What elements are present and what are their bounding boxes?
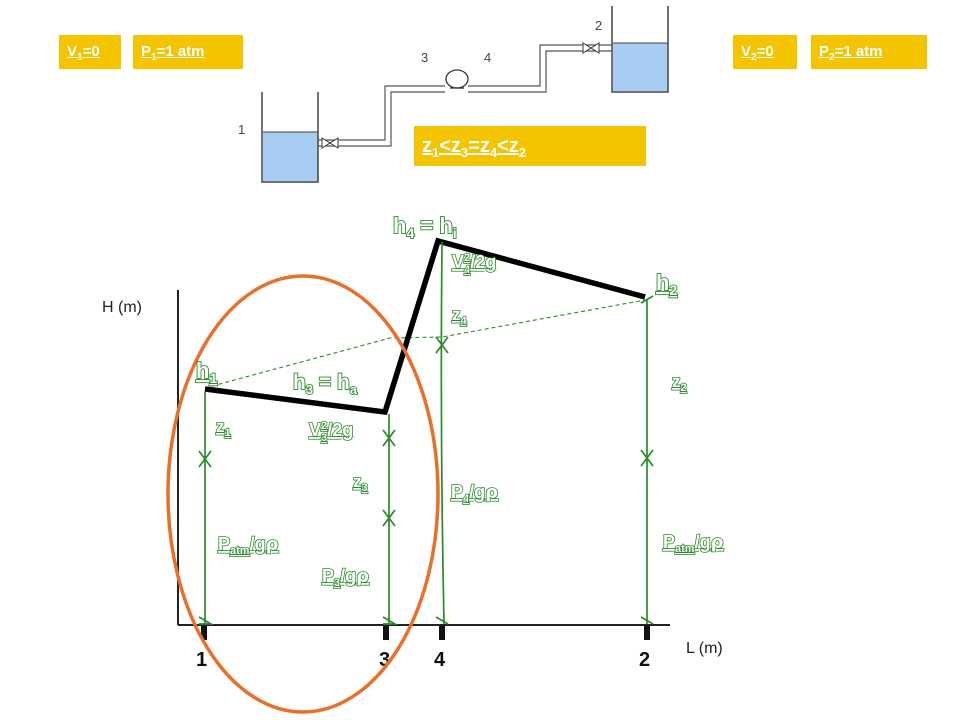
upper-tank-water — [613, 43, 668, 91]
pump-icon — [445, 69, 469, 89]
station-tick-4 — [439, 626, 445, 640]
valve-lower-icon — [321, 137, 339, 149]
valve-upper-icon — [582, 42, 600, 54]
schematic-label-2: 2 — [595, 18, 602, 33]
pipe-schematic: 1 3 4 2 — [238, 6, 669, 183]
lower-tank-walls — [261, 92, 319, 183]
lower-tank-water — [263, 132, 318, 181]
v1-tag: V1=0 — [59, 35, 121, 69]
term-patm-left: Patm/gρ — [218, 534, 279, 557]
pipe-outer — [318, 44, 612, 141]
station-tick-2 — [644, 626, 650, 640]
term-p3-rho-g: P3/gρ — [322, 566, 369, 589]
schematic-label-3: 3 — [421, 50, 428, 65]
station-label-1: 1 — [196, 649, 207, 671]
elevation-line — [204, 299, 646, 389]
schematic-label-1: 1 — [238, 122, 245, 137]
v2-tag: V2=0 — [733, 35, 797, 69]
x-axis-label: L (m) — [686, 640, 723, 657]
term-patm-right: Patm/gρ — [663, 532, 724, 555]
p1-tag: P1=1 atm — [133, 35, 243, 69]
head-label-h3: h3 = ha — [293, 371, 358, 397]
highlight-ellipse — [166, 274, 440, 714]
term-p4-rho-g: P4/gρ — [451, 482, 498, 505]
upper-tank-walls — [611, 6, 669, 93]
pipe-inner — [318, 50, 612, 147]
term-z1: z1 — [216, 417, 231, 439]
head-label-h1: h1 — [196, 358, 217, 386]
station-tick-1 — [201, 626, 207, 640]
p2-tag: P2=1 atm — [811, 35, 927, 69]
y-axis-label: H (m) — [102, 299, 142, 316]
axes: H (m) L (m) 1 3 4 2 — [102, 290, 723, 671]
term-z2: z2 — [672, 372, 687, 394]
measure-lines — [198, 241, 654, 625]
term-z3: z3 — [353, 472, 368, 494]
station-label-3: 3 — [379, 649, 390, 671]
term-z4: z4 — [452, 305, 468, 327]
station-label-2: 2 — [639, 649, 650, 671]
elevation-condition: z1<z3=z4<z2 — [414, 126, 646, 166]
schematic-label-4: 4 — [484, 50, 491, 65]
head-label-h2: h2 — [656, 270, 677, 298]
station-label-4: 4 — [434, 649, 446, 671]
station-tick-3 — [383, 626, 389, 640]
head-label-h4: h4 = hi — [393, 213, 457, 241]
energy-line — [204, 237, 646, 416]
